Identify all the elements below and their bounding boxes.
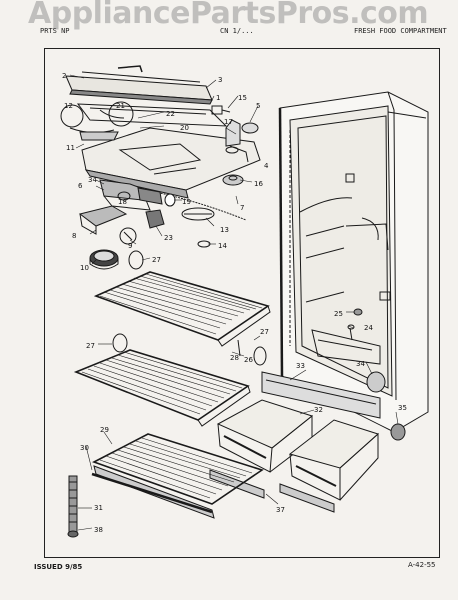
header-left-text: PRTS NP [40, 27, 70, 35]
glass-shelf-trim [91, 472, 213, 514]
callout-9: 9 [128, 242, 132, 250]
callout-4: 4 [264, 162, 269, 170]
callout-37: 37 [276, 506, 285, 514]
callout-17: 17 [224, 118, 233, 126]
callout-19: 19 [182, 198, 191, 206]
wire-shelf-lower [73, 349, 251, 427]
header-section-title: FRESH FOOD COMPARTMENT [354, 27, 447, 35]
page-code: A-42-55 [408, 561, 436, 569]
hinge-cam [390, 423, 406, 441]
callout-25: 25 [334, 310, 343, 318]
light-shield [76, 103, 228, 127]
callout-35: 35 [398, 404, 407, 412]
callout-34-top: 34 [88, 176, 97, 184]
callout-27-right: 27 [260, 328, 269, 336]
leader-lines [69, 74, 399, 531]
wire-shelf-upper [93, 271, 271, 347]
cabinet [278, 91, 429, 433]
header-strip: PRTS NP CN 1/... FRESH FOOD COMPARTMENT [32, 25, 447, 39]
shelf-support-rod [67, 475, 79, 538]
callout-32: 32 [314, 406, 323, 414]
callout-12: 12 [64, 102, 73, 110]
callout-18: 18 [118, 198, 127, 206]
callout-11: 11 [66, 144, 75, 152]
callout-8: 8 [72, 232, 76, 240]
crisper-rails [209, 469, 335, 513]
diagram-frame [44, 48, 440, 558]
door-cam [366, 371, 386, 393]
callout-31: 31 [94, 504, 103, 512]
crisper-drawer-right [288, 419, 379, 501]
issued-date: ISSUED 9/85 [34, 563, 83, 571]
callout-5: 5 [256, 102, 260, 110]
thermostat-parts [60, 101, 247, 221]
shelf-clip-left [112, 333, 128, 353]
shelf-clip-right [253, 346, 267, 366]
fan-part [89, 249, 119, 270]
light-socket-bulb-switch [78, 187, 215, 248]
callout-2: 2 [62, 72, 66, 80]
crisper-drawer-left [216, 399, 314, 473]
callout-labels: 2 3 1 15 5 12 21 22 20 17 11 4 34 6 16 7… [62, 72, 407, 534]
callout-38: 38 [94, 526, 103, 534]
callout-26: 26 [244, 356, 253, 364]
callout-22: 22 [166, 110, 175, 118]
damper-control [211, 105, 259, 186]
callout-28: 28 [230, 354, 239, 362]
callout-29: 29 [100, 426, 109, 434]
callout-6: 6 [78, 182, 83, 190]
top-trim-bar [65, 65, 213, 105]
callout-34-bottom: 34 [356, 360, 365, 368]
callout-27-left: 27 [86, 342, 95, 350]
callout-24: 24 [364, 324, 373, 332]
crisper-front-bar [261, 371, 381, 419]
callout-33: 33 [296, 362, 305, 370]
callout-30: 30 [80, 444, 89, 452]
callout-27-top: 27 [152, 256, 161, 264]
callout-14: 14 [218, 242, 227, 250]
control-panel-assembly [81, 127, 261, 199]
shelf-support-line [237, 339, 241, 357]
callout-3: 3 [218, 76, 222, 84]
callout-21: 21 [116, 102, 125, 110]
callout-13: 13 [220, 226, 229, 234]
header-middle-text: CN 1/... [220, 27, 254, 35]
callout-23: 23 [164, 234, 173, 242]
callout-1: 1 [216, 94, 220, 102]
glass-shelf-bottom [91, 433, 264, 519]
callout-15: 15 [238, 94, 247, 102]
watermark: AppliancePartsPros.com [28, 0, 429, 31]
callout-20: 20 [180, 124, 189, 132]
callout-10: 10 [80, 264, 89, 272]
shelf-clip-top [128, 250, 144, 270]
callout-7: 7 [240, 204, 244, 212]
callout-16: 16 [254, 180, 263, 188]
